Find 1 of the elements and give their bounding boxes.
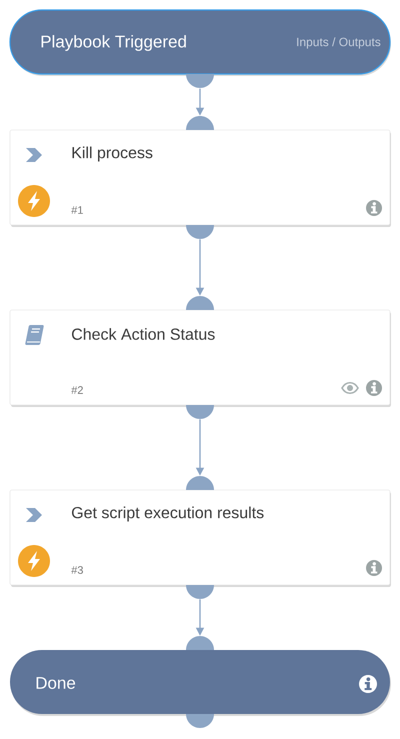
node-title: Done <box>36 677 76 689</box>
